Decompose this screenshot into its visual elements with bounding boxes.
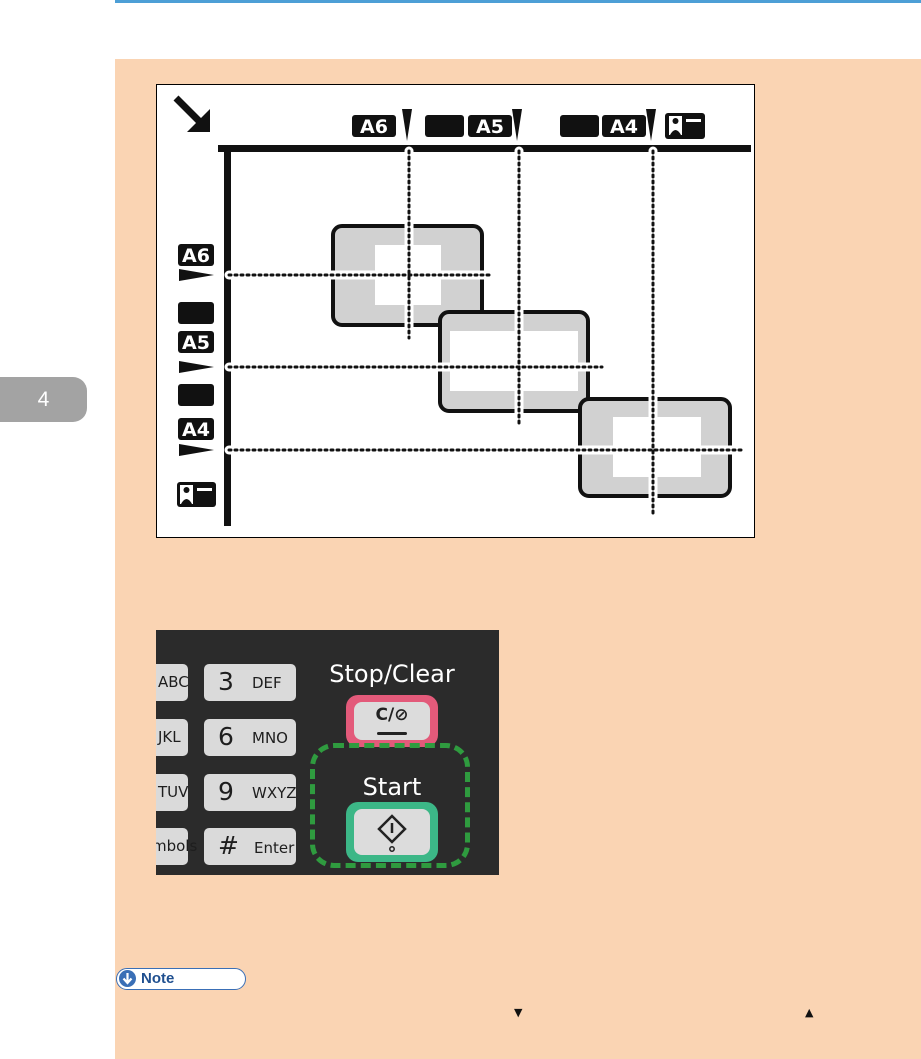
top-axis bbox=[218, 145, 751, 152]
key-3-number: 3 bbox=[218, 667, 234, 696]
key-hash-label: Enter bbox=[254, 839, 294, 857]
key-5-partial-label: JKL bbox=[158, 728, 181, 746]
top-label-a6: A6 bbox=[352, 115, 396, 138]
start-label: Start bbox=[322, 773, 462, 801]
top-box-blank-1 bbox=[425, 115, 464, 137]
up-arrow-icon: ▲ bbox=[805, 1006, 813, 1019]
left-marker-a4 bbox=[179, 444, 214, 456]
note-badge: Note bbox=[116, 968, 246, 990]
key-2-partial[interactable]: ABC bbox=[156, 664, 188, 701]
stop-clear-symbol: C/⊘ bbox=[354, 705, 430, 725]
left-label-a5-text: A5 bbox=[182, 332, 210, 354]
top-label-a5: A5 bbox=[468, 115, 512, 138]
left-box-blank-2 bbox=[178, 384, 214, 406]
control-panel-keypad: ABC JKL TUV mbols 3 DEF 6 MNO 9 WXYZ # E… bbox=[156, 630, 499, 875]
left-box-blank-1 bbox=[178, 302, 214, 324]
left-axis bbox=[224, 145, 231, 526]
instruction-panel: A6 A5 A4 bbox=[115, 59, 921, 1059]
note-label: Note bbox=[141, 969, 174, 988]
start-diamond-icon bbox=[354, 809, 430, 855]
placement-figure: A6 A5 A4 bbox=[156, 84, 755, 538]
key-5-partial[interactable]: JKL bbox=[156, 719, 188, 756]
key-hash-enter[interactable]: # Enter bbox=[204, 828, 296, 865]
top-marker-a6 bbox=[402, 109, 412, 141]
corner-arrow-icon bbox=[176, 98, 210, 132]
key-9-letters: WXYZ bbox=[252, 784, 297, 802]
left-label-a4: A4 bbox=[178, 418, 214, 441]
original-a5 bbox=[440, 312, 588, 411]
key-9[interactable]: 9 WXYZ bbox=[204, 774, 296, 811]
key-symbols-partial[interactable]: mbols bbox=[156, 828, 188, 865]
placement-diagram: A6 A5 A4 bbox=[157, 85, 754, 537]
top-label-a5-text: A5 bbox=[476, 116, 504, 138]
top-marker-a5 bbox=[512, 109, 522, 141]
left-label-a6-text: A6 bbox=[182, 245, 210, 267]
note-arrow-icon bbox=[119, 970, 136, 987]
start-button[interactable] bbox=[346, 802, 438, 862]
key-9-number: 9 bbox=[218, 777, 234, 806]
key-hash-symbol: # bbox=[218, 831, 239, 860]
top-label-a4-text: A4 bbox=[610, 116, 638, 138]
key-symbols-partial-label: mbols bbox=[156, 837, 197, 855]
stop-clear-button[interactable]: C/⊘ bbox=[346, 695, 438, 747]
top-label-a6-text: A6 bbox=[360, 116, 388, 138]
key-8-partial[interactable]: TUV bbox=[156, 774, 188, 811]
key-3-letters: DEF bbox=[252, 674, 282, 692]
top-box-blank-2 bbox=[560, 115, 599, 137]
stop-indicator bbox=[377, 732, 407, 735]
chapter-tab: 4 bbox=[0, 377, 87, 422]
left-marker-a5 bbox=[179, 361, 214, 373]
left-label-a6: A6 bbox=[178, 244, 214, 267]
left-marker-a6 bbox=[179, 269, 214, 281]
chapter-number: 4 bbox=[0, 377, 87, 422]
key-6-letters: MNO bbox=[252, 729, 288, 747]
top-marker-a4 bbox=[646, 109, 656, 141]
top-label-a4: A4 bbox=[602, 115, 646, 138]
down-arrow-icon: ▼ bbox=[514, 1006, 522, 1019]
key-6[interactable]: 6 MNO bbox=[204, 719, 296, 756]
left-label-a4-text: A4 bbox=[182, 419, 210, 441]
left-card-icon bbox=[177, 482, 216, 507]
top-rule bbox=[115, 0, 921, 3]
key-3[interactable]: 3 DEF bbox=[204, 664, 296, 701]
key-6-number: 6 bbox=[218, 722, 234, 751]
left-label-a5: A5 bbox=[178, 331, 214, 354]
key-8-partial-label: TUV bbox=[158, 783, 188, 801]
key-2-partial-label: ABC bbox=[158, 673, 189, 691]
top-card-icon bbox=[665, 113, 705, 139]
stop-clear-label: Stop/Clear bbox=[322, 660, 462, 688]
